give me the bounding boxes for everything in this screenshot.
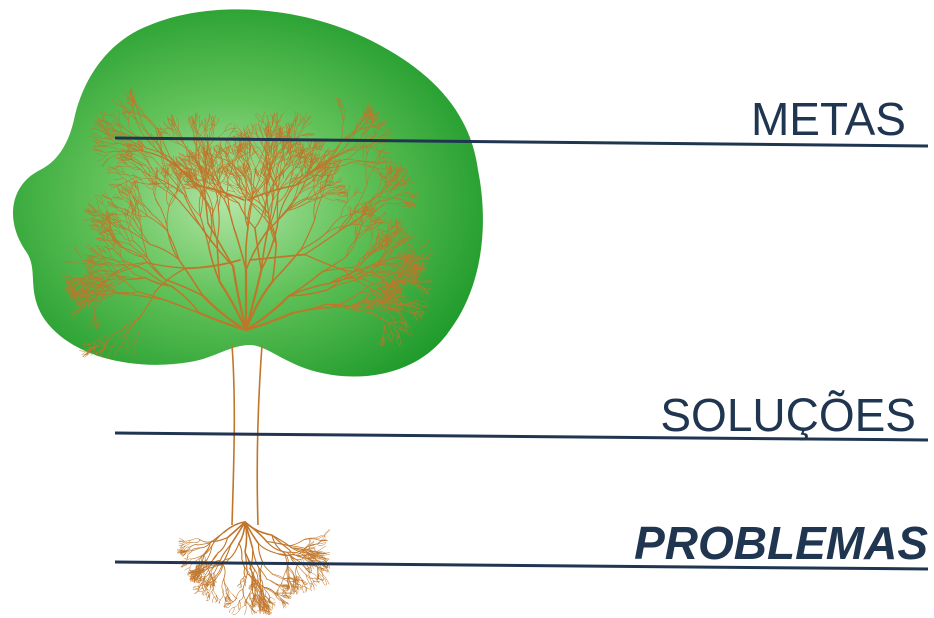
branch-segment bbox=[317, 546, 326, 552]
branch-segment bbox=[209, 585, 211, 592]
branch-segment bbox=[239, 605, 246, 612]
problemas-label: PROBLEMAS bbox=[634, 516, 928, 570]
branch-segment bbox=[185, 568, 190, 571]
branch-segment bbox=[245, 605, 247, 615]
solucoes-label: SOLUÇÕES bbox=[660, 388, 916, 442]
branch-segment bbox=[237, 589, 243, 599]
branch-segment bbox=[302, 586, 303, 593]
branch-segment bbox=[203, 563, 204, 570]
branch-segment bbox=[200, 540, 212, 543]
branch-segment bbox=[288, 540, 304, 546]
branch-segment bbox=[207, 546, 212, 560]
branch-segment bbox=[240, 601, 241, 610]
branch-segment bbox=[325, 530, 330, 536]
branch-segment bbox=[323, 578, 326, 586]
branch-segment bbox=[194, 587, 199, 589]
branch-segment bbox=[232, 608, 235, 614]
branch-segment bbox=[191, 540, 200, 543]
branch-segment bbox=[189, 545, 198, 550]
branch-segment bbox=[213, 588, 216, 595]
branch-segment bbox=[253, 548, 259, 568]
branch-segment bbox=[179, 542, 184, 544]
branch-segment bbox=[325, 529, 329, 534]
branch-segment bbox=[267, 579, 276, 584]
branch-segment bbox=[186, 555, 188, 560]
branch-segment bbox=[220, 598, 223, 604]
branch-segment bbox=[311, 581, 312, 588]
branch-segment bbox=[190, 539, 200, 541]
branch-segment bbox=[237, 583, 241, 586]
branch-segment bbox=[245, 582, 246, 586]
metas-label: METAS bbox=[751, 92, 906, 146]
branch-segment bbox=[317, 535, 325, 540]
branch-segment bbox=[180, 539, 184, 541]
branch-segment bbox=[212, 596, 214, 602]
branch-segment bbox=[270, 597, 275, 600]
branch-segment bbox=[233, 611, 239, 615]
branch-segment bbox=[227, 588, 228, 596]
branch-segment bbox=[217, 596, 218, 602]
branch-segment bbox=[179, 542, 184, 543]
branch-segment bbox=[207, 595, 209, 601]
branch-segment bbox=[259, 544, 277, 554]
tree-roots bbox=[177, 522, 330, 615]
branch-segment bbox=[193, 589, 199, 590]
branch-segment bbox=[239, 544, 242, 559]
branch-segment bbox=[308, 539, 310, 545]
branch-segment bbox=[273, 575, 284, 580]
branch-segment bbox=[310, 584, 311, 591]
